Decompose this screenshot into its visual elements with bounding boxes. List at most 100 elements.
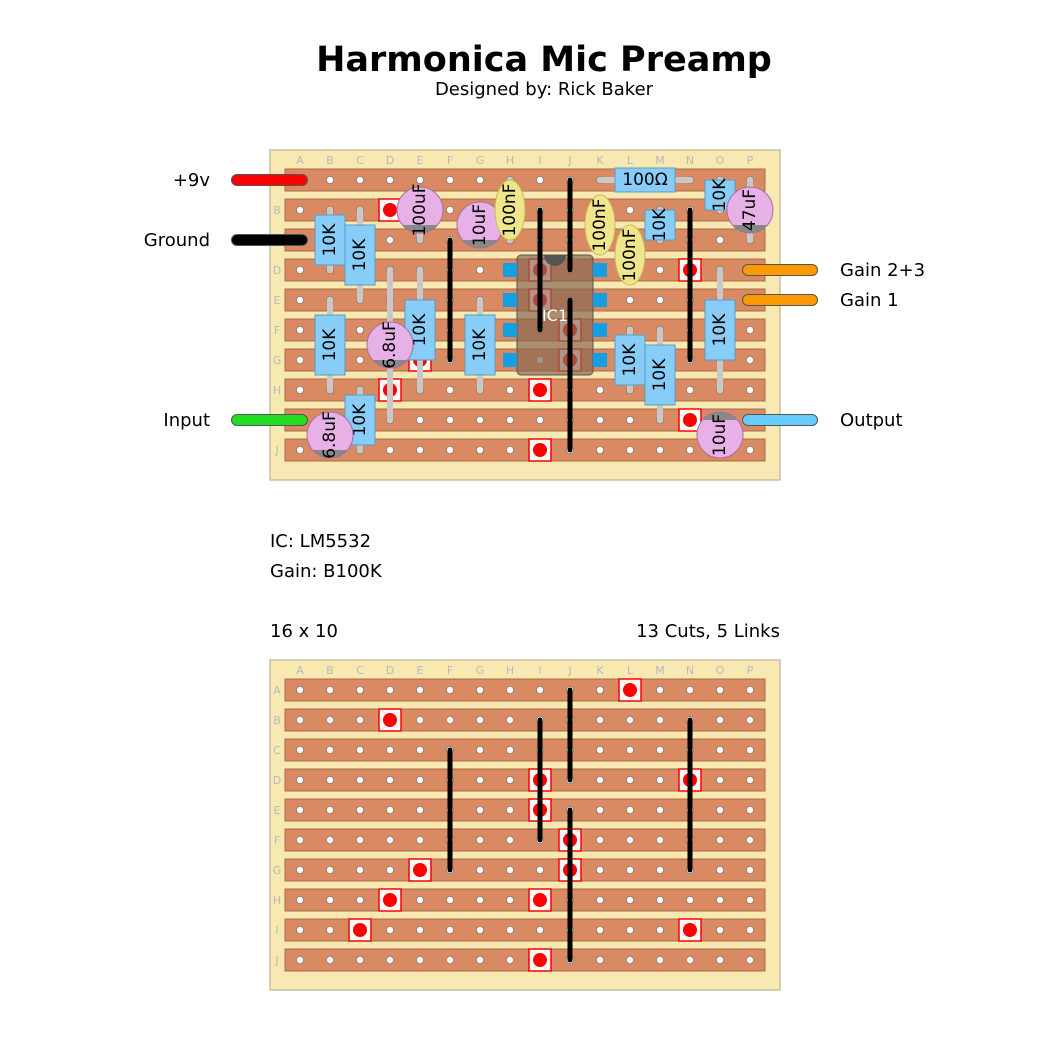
strip-hole: [475, 836, 484, 845]
strip-hole: [415, 716, 424, 725]
strip-hole: [475, 956, 484, 965]
component-label: 10K: [320, 328, 340, 362]
copper-strip: [284, 918, 766, 942]
column-label: J: [567, 664, 571, 677]
wire-label: Gain 2+3: [840, 260, 925, 281]
gain-note: Gain: B100K: [270, 561, 382, 582]
strip-hole: [746, 445, 755, 454]
strip-hole: [295, 836, 304, 845]
strip-hole: [596, 686, 605, 695]
top-layout-board: ABCDEFGHIJKLMNOPABCDEFGHIJIC110K10K10K10…: [144, 149, 925, 481]
track-cut-dot: [623, 683, 637, 697]
track-cut-dot: [533, 893, 547, 907]
row-label: H: [273, 384, 281, 397]
strip-hole: [355, 355, 364, 364]
column-label: K: [596, 154, 604, 167]
strip-hole: [385, 235, 394, 244]
strip-hole: [746, 355, 755, 364]
strip-hole: [596, 836, 605, 845]
strip-hole: [746, 716, 755, 725]
strip-hole: [325, 175, 334, 184]
column-label: M: [655, 664, 665, 677]
strip-hole: [415, 445, 424, 454]
component-label: 100nF: [620, 228, 640, 281]
component-label: 6.8uF: [380, 321, 400, 369]
strip-hole: [445, 716, 454, 725]
resistor-body: [314, 314, 346, 376]
column-label: B: [326, 664, 334, 677]
strip-hole: [295, 686, 304, 695]
strip-hole: [626, 926, 635, 935]
designer-credit: Designed by: Rick Baker: [434, 79, 654, 100]
strip-hole: [746, 686, 755, 695]
column-label: H: [506, 664, 514, 677]
strip-hole: [656, 295, 665, 304]
electrolytic-capacitor-body: [457, 202, 503, 248]
copper-strip: [284, 858, 766, 882]
component-label: 100Ω: [622, 170, 667, 190]
strip-hole: [505, 385, 514, 394]
electrolytic-capacitor-body: [397, 187, 443, 233]
strip-hole: [355, 806, 364, 815]
strip-hole: [325, 686, 334, 695]
strip-hole: [746, 926, 755, 935]
column-label: I: [538, 664, 541, 677]
row-label: E: [274, 804, 281, 817]
track-cut-dot: [383, 893, 397, 907]
strip-hole: [295, 956, 304, 965]
strip-hole: [716, 956, 725, 965]
column-label: H: [506, 154, 514, 167]
component-label: 10K: [650, 208, 670, 242]
component-label: 100uF: [410, 183, 430, 236]
strip-hole: [716, 686, 725, 695]
strip-hole: [475, 265, 484, 274]
strip-hole: [656, 926, 665, 935]
strip-hole: [325, 866, 334, 875]
strip-hole: [746, 746, 755, 755]
row-label: H: [273, 894, 281, 907]
column-label: E: [417, 664, 424, 677]
copper-strip: [284, 738, 766, 762]
strip-hole: [385, 806, 394, 815]
strip-hole: [686, 956, 695, 965]
strip-hole: [746, 776, 755, 785]
strip-hole: [656, 265, 665, 274]
row-label: G: [273, 354, 282, 367]
strip-hole: [596, 445, 605, 454]
ic-pin: [593, 353, 607, 367]
column-label: P: [747, 664, 754, 677]
strip-hole: [295, 716, 304, 725]
strip-hole: [295, 926, 304, 935]
strip-hole: [355, 836, 364, 845]
ic-pin: [503, 353, 517, 367]
strip-hole: [505, 866, 514, 875]
strip-hole: [445, 205, 454, 214]
strip-hole: [475, 806, 484, 815]
strip-hole: [505, 836, 514, 845]
strip-hole: [325, 806, 334, 815]
copper-strip: [284, 948, 766, 972]
strip-hole: [295, 295, 304, 304]
strip-hole: [656, 806, 665, 815]
strip-hole: [596, 716, 605, 725]
strip-hole: [415, 175, 424, 184]
ic-note: IC: LM5532: [270, 531, 372, 552]
strip-hole: [475, 896, 484, 905]
strip-hole: [746, 385, 755, 394]
wire-label: Gain 1: [840, 290, 899, 311]
strip-hole: [385, 926, 394, 935]
strip-hole: [295, 896, 304, 905]
strip-hole: [325, 956, 334, 965]
strip-hole: [445, 956, 454, 965]
strip-hole: [385, 866, 394, 875]
strip-hole: [536, 926, 545, 935]
electrolytic-capacitor-outline: [366, 321, 414, 369]
ceramic-capacitor-body: [614, 224, 646, 286]
cuts-links-summary: 13 Cuts, 5 Links: [636, 621, 780, 642]
copper-strip: [284, 888, 766, 912]
board-size: 16 x 10: [270, 621, 338, 642]
column-label: N: [686, 664, 694, 677]
component-label: 10K: [410, 313, 430, 347]
strip-hole: [716, 716, 725, 725]
strip-hole: [415, 896, 424, 905]
